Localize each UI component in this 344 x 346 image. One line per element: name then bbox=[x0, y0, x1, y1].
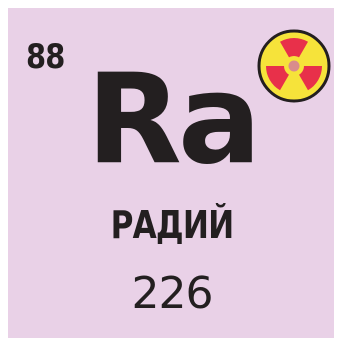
atomic-number: 88 bbox=[26, 37, 65, 77]
element-symbol: Ra bbox=[86, 48, 261, 192]
atomic-mass: 226 bbox=[131, 268, 214, 319]
radiation-hazard-icon bbox=[257, 29, 331, 103]
element-name: РАДИЙ bbox=[110, 203, 235, 247]
